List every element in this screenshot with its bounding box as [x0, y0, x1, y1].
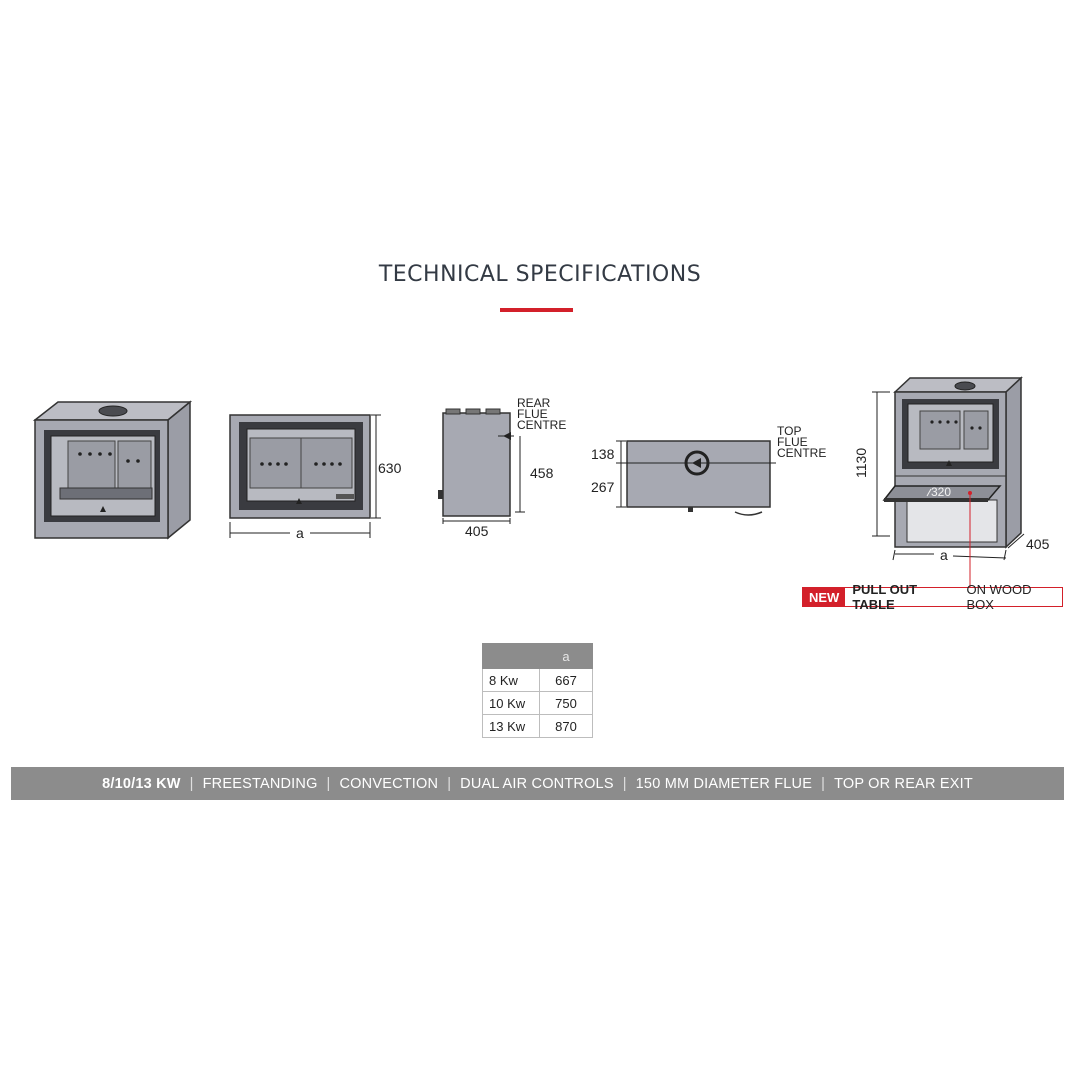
front-height-dim: 630 — [378, 460, 402, 476]
table-header-cell: a — [539, 643, 593, 669]
power-rating: 8/10/13 KW — [102, 775, 181, 792]
table-header-cell — [482, 643, 540, 669]
separator: | — [622, 775, 627, 792]
features-bar: 8/10/13 KW | FREESTANDING | CONVECTION |… — [11, 767, 1064, 800]
top-rear-offset-dim: 267 — [591, 479, 615, 495]
rear-flue-label-1: REAR — [517, 396, 551, 410]
stove-top-drawing: TOP FLUE CENTRE 138 267 — [591, 424, 826, 516]
title-underline — [500, 308, 573, 312]
feature-item: DUAL AIR CONTROLS — [460, 775, 614, 792]
woodbox-height-dim: 1130 — [853, 448, 869, 478]
badge-bold-text: PULL OUT TABLE — [852, 582, 918, 612]
separator: | — [821, 775, 826, 792]
table-row: 13 Kw 870 — [482, 714, 593, 738]
stove-side-drawing: REAR FLUE CENTRE 458 405 — [438, 396, 566, 539]
separator: | — [189, 775, 194, 792]
separator: | — [326, 775, 331, 792]
table-cell: 8 Kw — [482, 668, 540, 692]
rear-flue-label-2: FLUE — [517, 407, 548, 421]
feature-item: CONVECTION — [339, 775, 439, 792]
table-cell: 10 Kw — [482, 691, 540, 715]
feature-item: TOP OR REAR EXIT — [834, 775, 973, 792]
woodbox-depth-dim: 405 — [1026, 536, 1050, 552]
top-front-offset-dim: 138 — [591, 446, 615, 462]
feature-item: FREESTANDING — [202, 775, 318, 792]
table-row: 10 Kw 750 — [482, 691, 593, 715]
side-depth-dim: 405 — [465, 523, 489, 539]
feature-item: 150 MM DIAMETER FLUE — [635, 775, 813, 792]
table-cell: 667 — [539, 668, 593, 692]
top-flue-label-1: TOP — [777, 424, 801, 438]
table-cell: 750 — [539, 691, 593, 715]
separator: | — [447, 775, 452, 792]
rear-flue-label-3: CENTRE — [517, 418, 566, 432]
stove-woodbox-drawing: 320 1130 a 405 — [853, 376, 1050, 588]
rear-flue-height-dim: 458 — [530, 465, 554, 481]
table-depth-dim: 320 — [931, 485, 951, 499]
stove-front-drawing: 630 a — [229, 414, 402, 541]
new-label: NEW — [803, 588, 846, 606]
badge-text: ON WOOD BOX — [966, 582, 1032, 612]
table-cell: 870 — [539, 714, 593, 738]
dimensions-table: a 8 Kw 667 10 Kw 750 13 Kw 870 — [482, 643, 593, 738]
new-feature-badge: NEW PULL OUT TABLE ON WOOD BOX — [802, 582, 1063, 612]
table-row: 8 Kw 667 — [482, 668, 593, 692]
table-cell: 13 Kw — [482, 714, 540, 738]
front-width-dim: a — [296, 525, 304, 541]
woodbox-width-dim: a — [940, 547, 948, 563]
top-flue-label-3: CENTRE — [777, 446, 826, 460]
table-header-row: a — [482, 643, 593, 669]
stove-perspective-drawing — [32, 400, 193, 540]
top-flue-label-2: FLUE — [777, 435, 808, 449]
page-title: TECHNICAL SPECIFICATIONS — [378, 262, 702, 287]
